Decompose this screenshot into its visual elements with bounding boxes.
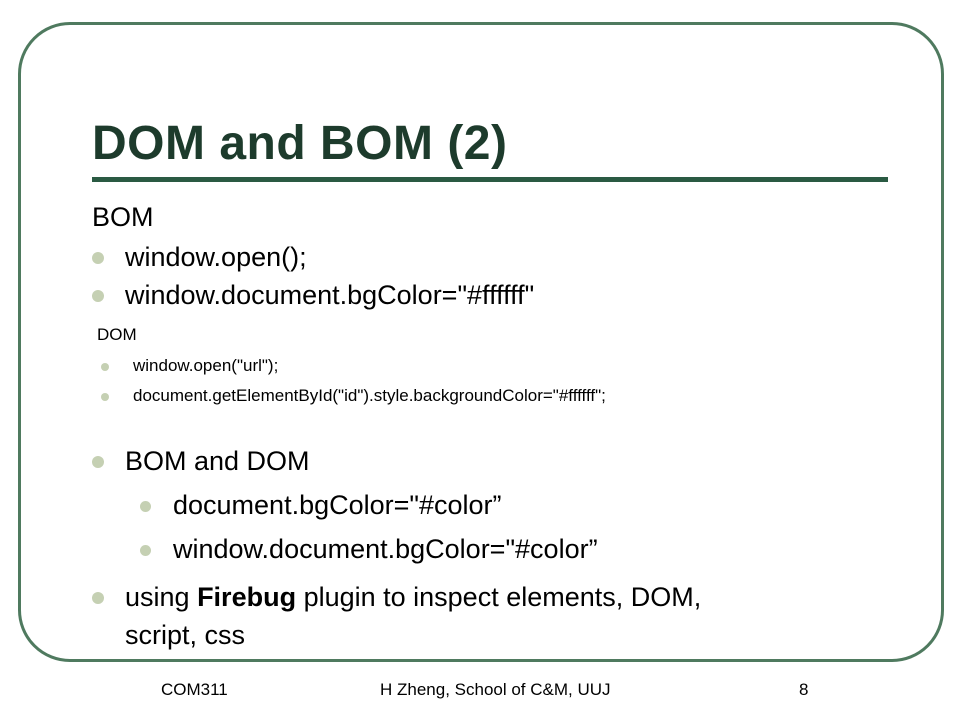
bullet-icon [92,290,104,302]
bullet-icon [101,393,109,401]
bom-and-dom-label: BOM and DOM [125,446,310,476]
bom-and-dom-item-1: document.bgColor="#color” [173,490,502,520]
footer-page-number: 8 [799,680,809,699]
firebug-suffix: plugin to inspect elements, DOM, [296,582,702,612]
bullet-icon [140,545,151,556]
slide-title: DOM and BOM (2) [92,117,508,170]
bom-item-1: window.open(); [125,242,307,272]
dom-heading: DOM [97,325,137,344]
title-underline [92,177,888,182]
slide-frame [18,22,944,662]
bullet-icon [92,252,104,264]
firebug-line-2: script, css [125,620,246,650]
bom-heading: BOM [92,202,154,232]
bullet-icon [92,592,104,604]
footer-author: H Zheng, School of C&M, UUJ [380,680,611,699]
dom-item-2: document.getElementById("id").style.back… [133,386,606,405]
bom-item-2: window.document.bgColor="#ffffff" [125,280,535,310]
bullet-icon [101,363,109,371]
firebug-line-1: using Firebug plugin to inspect elements… [125,582,701,613]
footer-course: COM311 [161,680,228,699]
bom-and-dom-item-2: window.document.bgColor="#color” [173,534,598,564]
firebug-bold: Firebug [197,582,297,612]
dom-item-1: window.open("url"); [133,356,279,375]
firebug-prefix: using [125,582,198,612]
bullet-icon [140,501,151,512]
bullet-icon [92,456,104,468]
